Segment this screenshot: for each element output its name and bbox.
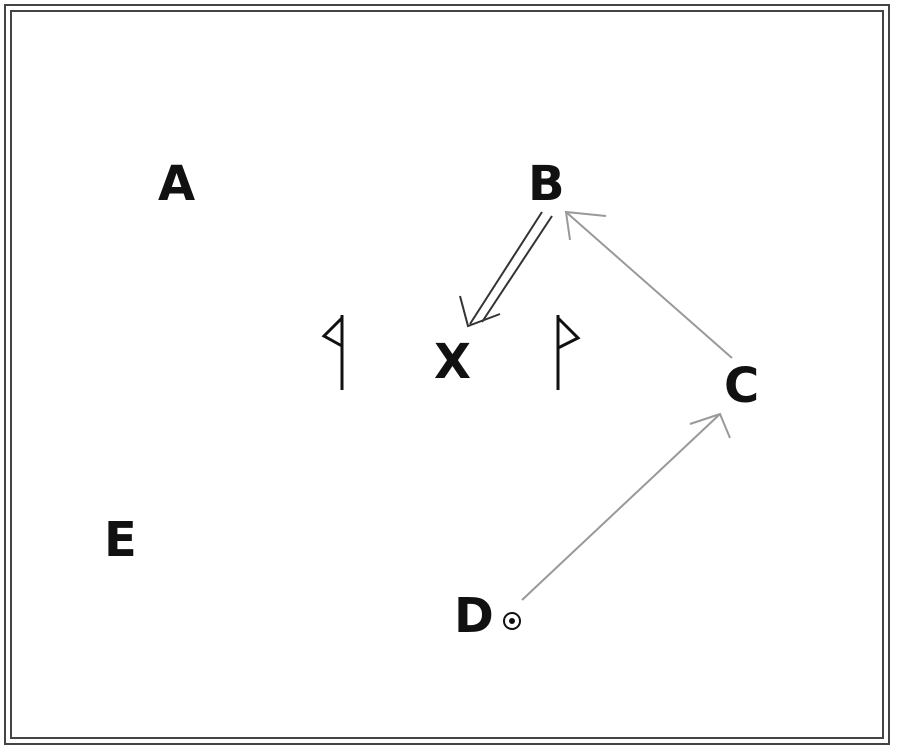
- ball-icon: [503, 612, 521, 630]
- pass-arrow-c-to-b: [564, 210, 733, 359]
- run-arrow-b-to-x: [459, 211, 553, 328]
- flag-marker-right: [556, 315, 581, 390]
- pass-arrow-d-to-c: [521, 412, 731, 601]
- player-e-label: E: [104, 512, 137, 568]
- player-c-label: C: [724, 358, 760, 414]
- outer-frame: [4, 4, 890, 745]
- inner-frame: [10, 10, 884, 739]
- player-a-label: A: [158, 156, 196, 212]
- player-d-label: D: [454, 588, 494, 644]
- player-b-label: B: [528, 156, 565, 212]
- target-x-label: X: [434, 334, 472, 390]
- flag-marker-left: [321, 315, 344, 390]
